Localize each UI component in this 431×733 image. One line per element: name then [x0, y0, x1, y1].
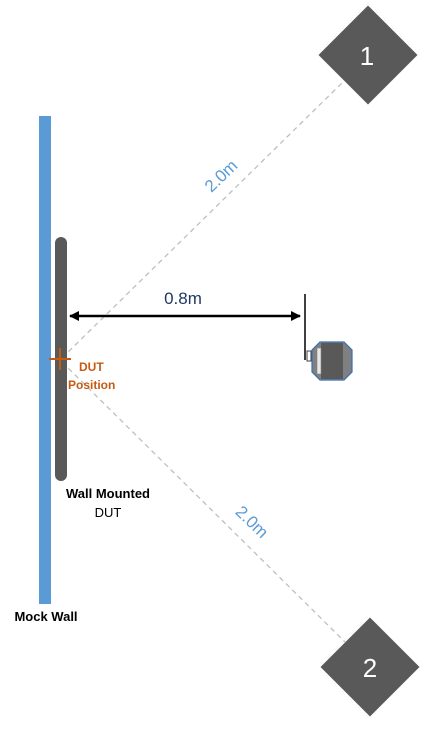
device-label-line2: DUT — [95, 505, 122, 520]
speaker-1-label: 1 — [360, 41, 374, 71]
wall-label: Mock Wall — [14, 609, 77, 624]
dut-label-line1: DUT — [79, 360, 104, 374]
camera-icon — [306, 341, 353, 381]
mock-wall — [39, 116, 51, 604]
distance-label-horizontal: 0.8m — [164, 289, 202, 308]
device-label-line1: Wall Mounted — [66, 486, 150, 501]
speaker-2-diamond — [320, 617, 420, 717]
dut-label-line2: Position — [68, 378, 115, 392]
distance-label-top: 2.0m — [201, 156, 241, 196]
dut-position-marker — [49, 348, 71, 370]
distance-line-bottom — [61, 361, 346, 643]
speaker-2-label: 2 — [363, 653, 377, 683]
